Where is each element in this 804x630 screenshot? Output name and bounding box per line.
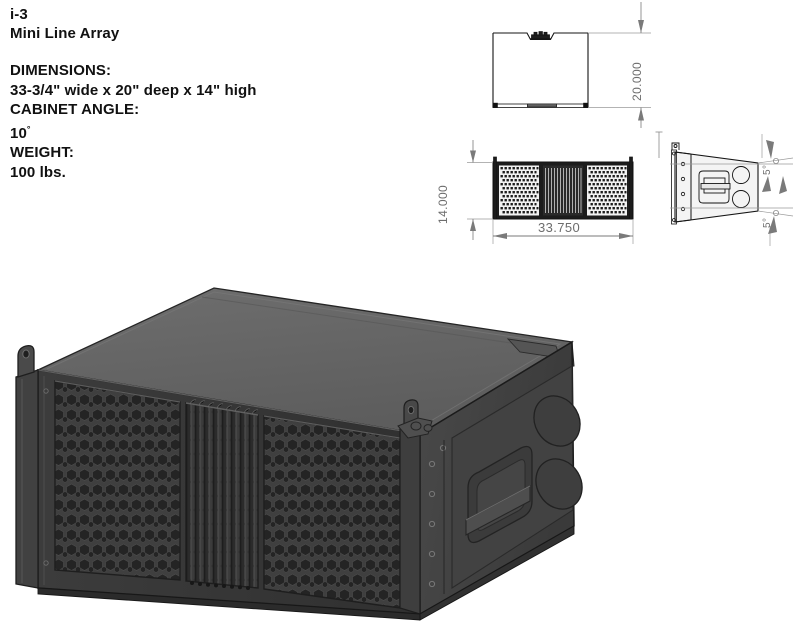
cabinet-angle-number: 10 (10, 124, 27, 142)
side-view-drawing: 5° 5° (650, 128, 804, 250)
top-view-drawing: 20.000 (455, 2, 690, 128)
grille-panel-left (54, 380, 181, 581)
dimension-extension-lines-top (588, 32, 651, 108)
front-view-drawing: 14.000 33.750 (436, 132, 643, 252)
front-view-svg (467, 140, 634, 244)
waveguide-fin-caps (189, 399, 259, 415)
top-view-svg (492, 2, 651, 128)
front-grille-left-cells (500, 167, 539, 214)
upper-angle-label: 5° (762, 164, 773, 175)
side-view-rigging-rail (671, 149, 677, 225)
side-view-rigging-tab (671, 142, 680, 150)
connector-port-upper (533, 395, 581, 447)
side-view-connector-recesses (732, 166, 750, 208)
text-spacer (10, 43, 350, 61)
cabinet-angle-value: 10° (10, 120, 350, 144)
rigging-tab-left-front (17, 344, 35, 378)
rigging-pin-hole-right (407, 405, 415, 415)
connector-port-lower (535, 458, 583, 510)
product-subtitle: Mini Line Array (10, 25, 120, 42)
front-grille-right-cells (588, 167, 627, 214)
depth-dimension-label: 20.000 (630, 61, 644, 101)
lower-angle-label: 5° (762, 217, 773, 228)
rigging-rail-right (399, 425, 421, 615)
waveguide-bottom-vents (190, 581, 250, 590)
waveguide-panel-center (185, 399, 259, 590)
dimension-arrowheads-height (470, 150, 476, 231)
weight-label: WEIGHT: (10, 144, 75, 161)
dimension-extension-lines-height (467, 162, 493, 220)
rigging-rail-left (15, 369, 39, 589)
product-model: i-3 (10, 6, 28, 23)
height-dimension-label: 14.000 (436, 184, 450, 224)
cabinet-bottom-edge (37, 525, 575, 621)
side-view-svg (655, 131, 794, 246)
grille-panel-right (263, 415, 401, 609)
side-view-leader-tick (655, 131, 663, 158)
dimension-arrowheads-width (493, 233, 633, 239)
top-view-outline (492, 33, 589, 108)
side-view-handle (698, 170, 731, 204)
dimension-arrowheads-depth (638, 20, 644, 121)
degree-symbol: ° (26, 123, 31, 134)
rigging-detail-top (531, 31, 550, 40)
rigging-pin-hole-left (22, 349, 30, 359)
front-baffle-assembly (37, 369, 421, 615)
connector-strip-top-view (527, 103, 557, 108)
angle-vertex-circles (773, 157, 780, 217)
weight-value: 100 lbs. (10, 163, 66, 181)
angle-construction-lines (670, 134, 794, 246)
cabinet-side-face (419, 340, 583, 616)
front-waveguide-center (543, 165, 583, 216)
dimensions-value: 33-3/4" wide x 20" deep x 14" high (10, 81, 257, 99)
front-view-rigging-rails (493, 156, 633, 220)
baffle-top-highlight (37, 369, 421, 435)
width-dimension-label: 33.750 (538, 220, 581, 235)
product-render-3d (0, 258, 640, 630)
rear-hardware-cluster (397, 417, 433, 439)
product-render-svg (15, 287, 583, 621)
side-rail-fasteners (428, 444, 447, 588)
carry-handle (465, 445, 533, 544)
dimension-extension-lines-width (492, 219, 634, 244)
angle-arrowheads (762, 140, 787, 234)
cabinet-angle-label: CABINET ANGLE: (10, 101, 140, 118)
dimensions-label: DIMENSIONS: (10, 62, 112, 79)
front-waveguide-fins (545, 168, 582, 213)
specification-text-block: i-3 Mini Line Array DIMENSIONS: 33-3/4" … (10, 5, 350, 182)
